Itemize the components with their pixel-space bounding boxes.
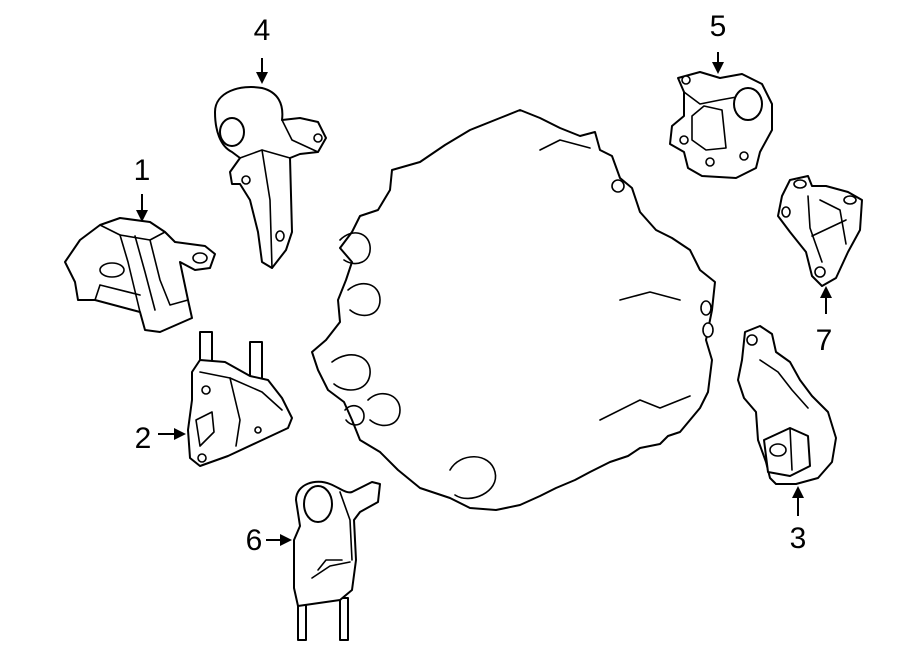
callout-7: 7: [815, 324, 833, 357]
part-4-upper-mount: [214, 86, 327, 269]
engine-block: [311, 109, 716, 511]
callout-2: 2: [134, 422, 152, 455]
part-1-transmission-mount: [64, 217, 216, 333]
callout-4: 4: [253, 14, 271, 47]
part-7-small-bracket: [777, 175, 863, 287]
part-2-engine-bracket: [187, 331, 293, 467]
callout-1: 1: [133, 154, 151, 187]
callout-5: 5: [709, 10, 727, 43]
part-6-lower-bracket: [293, 480, 381, 641]
part-3-side-mount: [737, 325, 837, 485]
part-5-upper-right-mount: [669, 71, 773, 179]
callout-arrows: [136, 52, 832, 546]
callout-6: 6: [245, 524, 263, 557]
callout-3: 3: [789, 522, 807, 555]
